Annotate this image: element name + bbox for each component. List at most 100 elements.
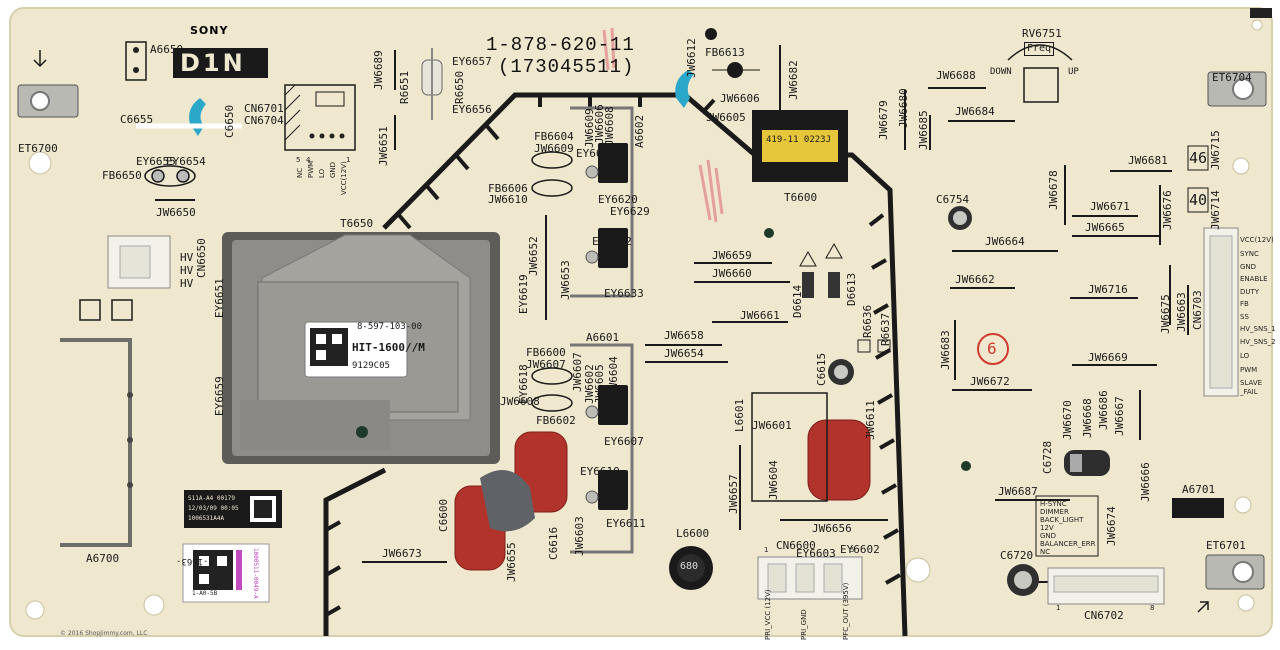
cap-c6728 xyxy=(1064,450,1110,476)
ref-designator-vertical: L6601 xyxy=(733,398,746,432)
ref-designator: EY6656 xyxy=(452,103,492,116)
ref-designator: EY6629 xyxy=(610,205,650,218)
cn6703-pin: HV_SNS_1 xyxy=(1240,325,1276,333)
cn6701-num: 1 xyxy=(346,156,351,164)
ref-designator-vertical: JW6652 xyxy=(527,236,540,276)
ref-designator-vertical: JW6604 xyxy=(607,356,620,396)
cn6702-num: 8 xyxy=(1150,604,1155,612)
ref-designator-vertical: D6614 xyxy=(791,284,804,318)
ref-designator: A6700 xyxy=(86,552,120,565)
label-freq: Freq xyxy=(1024,42,1055,56)
cn6703-pin: PWM xyxy=(1240,366,1258,374)
pcb-surface xyxy=(9,7,1273,637)
part-code: (173045511) xyxy=(498,56,635,78)
hv-label-1: HV xyxy=(180,251,194,264)
ref-designator-vertical: R6637 xyxy=(879,312,892,346)
ref-designator: CN6600 xyxy=(776,539,816,552)
ref-designator: A6601 xyxy=(586,331,620,344)
ref-designator-vertical: JW6651 xyxy=(377,126,390,166)
black-label-line3: 1006531A4A xyxy=(188,515,225,522)
ref-designator: EY6611 xyxy=(606,517,646,530)
copyright: © 2016 ShopJimmy.com, LLC xyxy=(60,630,148,637)
ref-designator-vertical: C6600 xyxy=(437,498,450,532)
ref-designator-vertical: JW6678 xyxy=(1047,170,1060,210)
ref-designator: JW6607 xyxy=(526,358,566,371)
cn6703-pin: VCC(12V) xyxy=(1240,236,1274,244)
label-up: UP xyxy=(1068,67,1079,77)
r6636 xyxy=(857,339,871,353)
ref-designator-vertical: JW6676 xyxy=(1161,190,1174,230)
logo-block xyxy=(173,48,268,78)
ref-designator: JW6654 xyxy=(664,347,704,360)
label-rv6751: RV6751 xyxy=(1022,27,1062,40)
ref-designator-vertical: CN6650 xyxy=(195,238,208,278)
cn6701-pin: LO xyxy=(318,168,326,178)
qr-code xyxy=(310,328,348,366)
ref-designator-vertical: JW6686 xyxy=(1097,390,1110,430)
ref-designator: FB6604 xyxy=(534,130,574,143)
trimmer-rv6751 xyxy=(1007,44,1073,103)
hv-label-2: HV xyxy=(180,264,194,277)
side-sticker-line1: A-1663- xyxy=(176,556,214,566)
transformer-t6600 xyxy=(752,110,848,182)
ref-designator: JW6605 xyxy=(706,111,746,124)
part-number: 1-878-620-11 xyxy=(486,34,635,56)
cn6702-pin: BACK_LIGHT xyxy=(1040,516,1084,524)
jw6601-box xyxy=(751,392,828,502)
ref-designator: EY6633 xyxy=(604,287,644,300)
cn6703-pin: ENABLE xyxy=(1240,275,1268,283)
ref-designator-vertical: JW6683 xyxy=(939,330,952,370)
ref-designator: EY6654 xyxy=(166,155,206,168)
ref-designator-vertical: JW6604 xyxy=(767,460,780,500)
diode-d6614 xyxy=(802,272,814,298)
ref-designator-vertical: JW6657 xyxy=(727,474,740,514)
ref-designator: JW6609 xyxy=(534,142,574,155)
ref-designator: C6655 xyxy=(120,113,154,126)
label-46: 46 xyxy=(1189,149,1208,167)
cap-c6720 xyxy=(1007,564,1039,596)
cn6703-pin: SS xyxy=(1240,313,1249,321)
ref-designator: T6650 xyxy=(340,217,374,230)
ref-designator-vertical: JW6655 xyxy=(505,542,518,582)
cn6600-pin: PFC_OUT (395V) xyxy=(842,582,850,640)
ref-designator: FB6650 xyxy=(102,169,142,182)
ref-designator-vertical: JW6714 xyxy=(1209,190,1222,230)
cn6600-pin: PRI_VCC (12V) xyxy=(764,589,772,640)
heatsink-a6601 xyxy=(570,343,634,554)
ref-designator: JW6662 xyxy=(955,273,995,286)
ref-designator-vertical: JW6603 xyxy=(573,516,586,556)
ref-designator-vertical: R6636 xyxy=(861,304,874,338)
black-label-line2: 12/03/09 00:05 xyxy=(188,505,239,512)
ref-designator-vertical: C6616 xyxy=(547,526,560,560)
ref-designator: JW6672 xyxy=(970,375,1010,388)
cn6702-pin: 12V xyxy=(1040,524,1054,532)
cn6702-pin: DIMMER xyxy=(1040,508,1069,516)
cn6703-pin: SYNC xyxy=(1240,250,1259,258)
a6701 xyxy=(1172,498,1224,518)
sticker-line3: 9129C05 xyxy=(352,361,390,371)
cn6701-footprint xyxy=(284,84,356,151)
ref-designator: JW6656 xyxy=(812,522,852,535)
cn6701-num: 5 xyxy=(296,156,301,164)
black-label-line1: S11A-A4 00179 xyxy=(188,495,235,502)
ref-designator: C6754 xyxy=(936,193,970,206)
ref-designator-vertical: JW6670 xyxy=(1061,400,1074,440)
ground-lug-et6700 xyxy=(17,84,79,118)
ref-designator: JW6650 xyxy=(156,206,196,219)
cn6600-num: 1 xyxy=(764,546,769,554)
transformer-t6650 xyxy=(222,232,500,464)
ref-designator: ET6700 xyxy=(18,142,58,155)
ref-designator: CN6702 xyxy=(1084,609,1124,622)
ref-designator: JW6665 xyxy=(1085,221,1125,234)
ref-designator: EY6655 xyxy=(136,155,176,168)
ref-designator: JW6664 xyxy=(985,235,1025,248)
label-l6600: L6600 xyxy=(676,527,710,540)
ref-designator-vertical: JW6682 xyxy=(787,60,800,100)
ref-designator-vertical: D6613 xyxy=(845,272,858,306)
ref-designator-vertical: JW6675 xyxy=(1159,294,1172,334)
cn6702-pin: GND xyxy=(1040,532,1057,540)
r6637 xyxy=(877,339,891,353)
cn6702-legend-box xyxy=(1035,495,1099,557)
